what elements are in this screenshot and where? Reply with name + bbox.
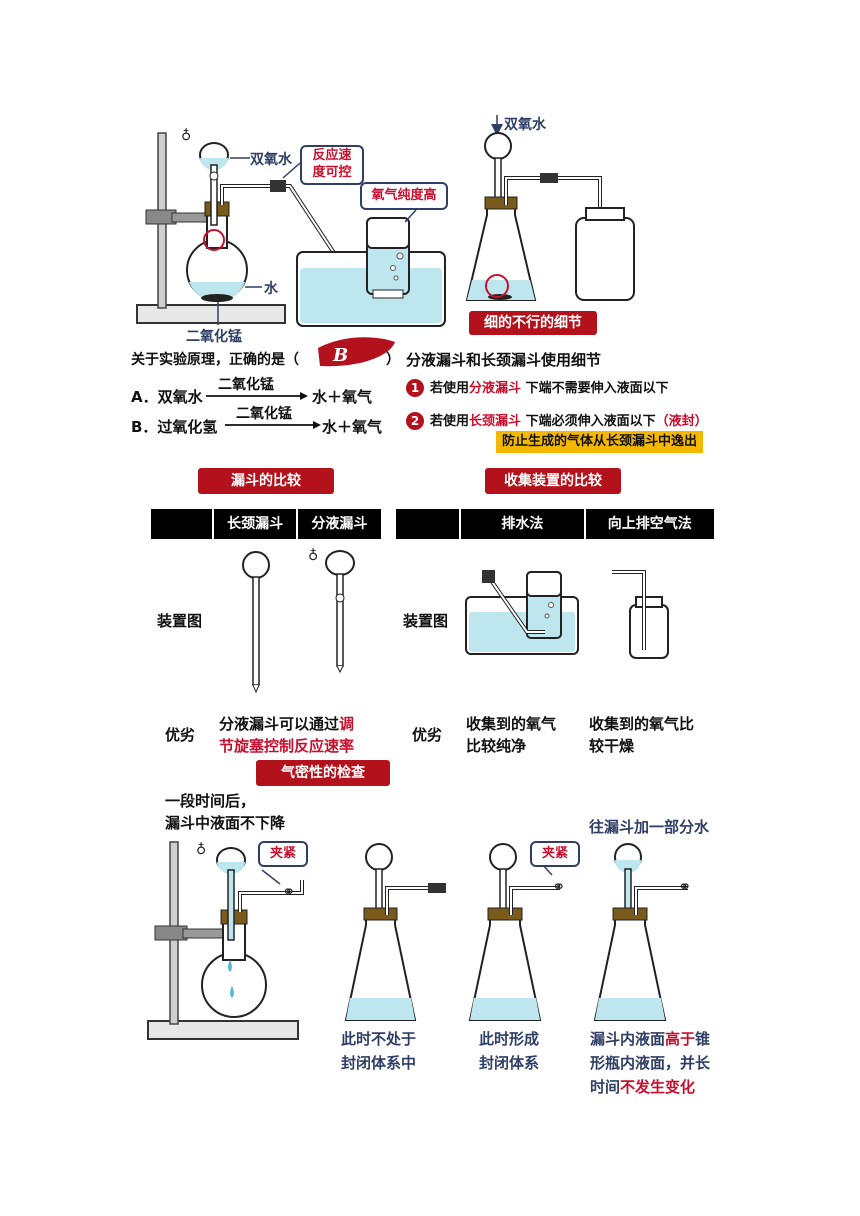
svg-text:♁: ♁	[196, 842, 206, 858]
option-b-catalyst: 二氧化锰	[236, 406, 292, 422]
question-close: ）	[386, 352, 400, 368]
caption-not-closed: 此时不处于 封闭体系中	[341, 1030, 417, 1072]
callout-oxygen-purity: 氧气纯度高	[360, 182, 448, 210]
question-answer: B	[333, 345, 349, 366]
funnel-compare-title: 漏斗的比较	[198, 468, 334, 494]
airtight-note-1: 一段时间后， 漏斗中液面不下降	[165, 792, 286, 832]
funnel-merit-text: 分液漏斗可以通过调 节旋塞控制反应速率	[219, 715, 355, 755]
funnel-header-separatory: 分液漏斗	[311, 516, 368, 532]
apparatus-separatory-setup: ♁	[136, 128, 383, 325]
note-add-water: 往漏斗加一部分水	[589, 818, 710, 836]
funnel-tip-highlight: 防止生成的气体从长颈漏斗中逸出	[496, 431, 704, 453]
collect-header-water: 排水法	[461, 509, 586, 539]
option-a-prefix: A．双氧水	[131, 388, 203, 406]
tip-1-number: 1	[406, 379, 424, 397]
callout-clamp-1: 夹紧	[258, 841, 308, 867]
collect-header-air: 向上排空气法	[607, 516, 692, 532]
caption-closed: 此时形成 封闭体系	[479, 1030, 540, 1072]
funnel-row-device: 装置图	[157, 612, 203, 630]
svg-text:⚭: ⚭	[552, 877, 565, 896]
svg-text:⚭: ⚭	[282, 882, 295, 901]
drainage-method-drawing	[465, 570, 579, 655]
svg-text:♁: ♁	[308, 548, 318, 564]
stand-base	[136, 304, 286, 324]
label-hydrogen-peroxide: 双氧水	[250, 152, 292, 168]
option-b-product: 水＋氧气	[322, 418, 383, 436]
tip-2-number: 2	[406, 412, 424, 430]
airtight-setup-3: ⚭	[468, 843, 565, 1021]
airtight-setup-2	[344, 843, 446, 1021]
svg-text:⚭: ⚭	[678, 877, 691, 896]
separatory-funnel-drawing: ♁	[308, 548, 355, 674]
long-neck-funnel-drawing	[242, 551, 270, 694]
mno2-powder	[201, 294, 233, 302]
collect-row-device: 装置图	[403, 612, 449, 630]
funnel-header-blank	[151, 509, 215, 539]
callout-rate-controllable: 反应速 度可控	[300, 145, 364, 185]
collect-compare-title: 收集装置的比较	[485, 468, 621, 494]
funnel-tips-title: 分液漏斗和长颈漏斗使用细节	[406, 351, 602, 369]
collect-merit-water: 收集到的氧气 比较纯净	[466, 715, 557, 755]
highlight-circle	[203, 229, 225, 251]
reaction-arrows	[206, 392, 321, 429]
airtight-title: 气密性的检查	[256, 760, 390, 786]
collect-header-blank	[396, 509, 462, 539]
svg-text:♁: ♁	[181, 128, 191, 144]
label-water: 水	[264, 281, 278, 297]
clamp-arm	[171, 212, 211, 223]
option-a-product: 水＋氧气	[312, 388, 373, 406]
option-b-prefix: B．过氧化氢	[131, 418, 218, 436]
apparatus-long-funnel-setup	[465, 115, 635, 301]
badge-fine-detail: 细的不行的细节	[469, 311, 597, 335]
label-h2o2-top-right: 双氧水	[504, 117, 546, 133]
collect-row-merit: 优劣	[412, 726, 443, 744]
label-manganese-dioxide: 二氧化锰	[186, 329, 242, 345]
airtight-setup-4: ⚭	[593, 843, 691, 1021]
apparatus-water-trough	[296, 209, 446, 327]
collect-merit-air: 收集到的氧气比 较干燥	[589, 715, 695, 755]
funnel-header-long-neck: 长颈漏斗	[214, 509, 298, 539]
option-a-catalyst: 二氧化锰	[218, 377, 274, 393]
upward-air-method-drawing	[612, 570, 669, 659]
answer-brush	[318, 337, 395, 367]
funnel-compare-header: 长颈漏斗 分液漏斗	[151, 509, 381, 539]
collect-jar	[575, 217, 635, 301]
airtight-setup-1: ♁ ⚭	[147, 841, 304, 1040]
highlight-circle-2	[485, 274, 509, 298]
funnel-row-merit: 优劣	[165, 726, 196, 744]
question-stem: 关于实验原理，正确的是（	[131, 352, 299, 368]
collect-compare-header: 排水法 向上排空气法	[396, 509, 714, 539]
callout-clamp-2: 夹紧	[530, 841, 580, 867]
caption-level-higher: 漏斗内液面高于锥 形瓶内液面，并长 时间不发生变化	[590, 1030, 711, 1096]
